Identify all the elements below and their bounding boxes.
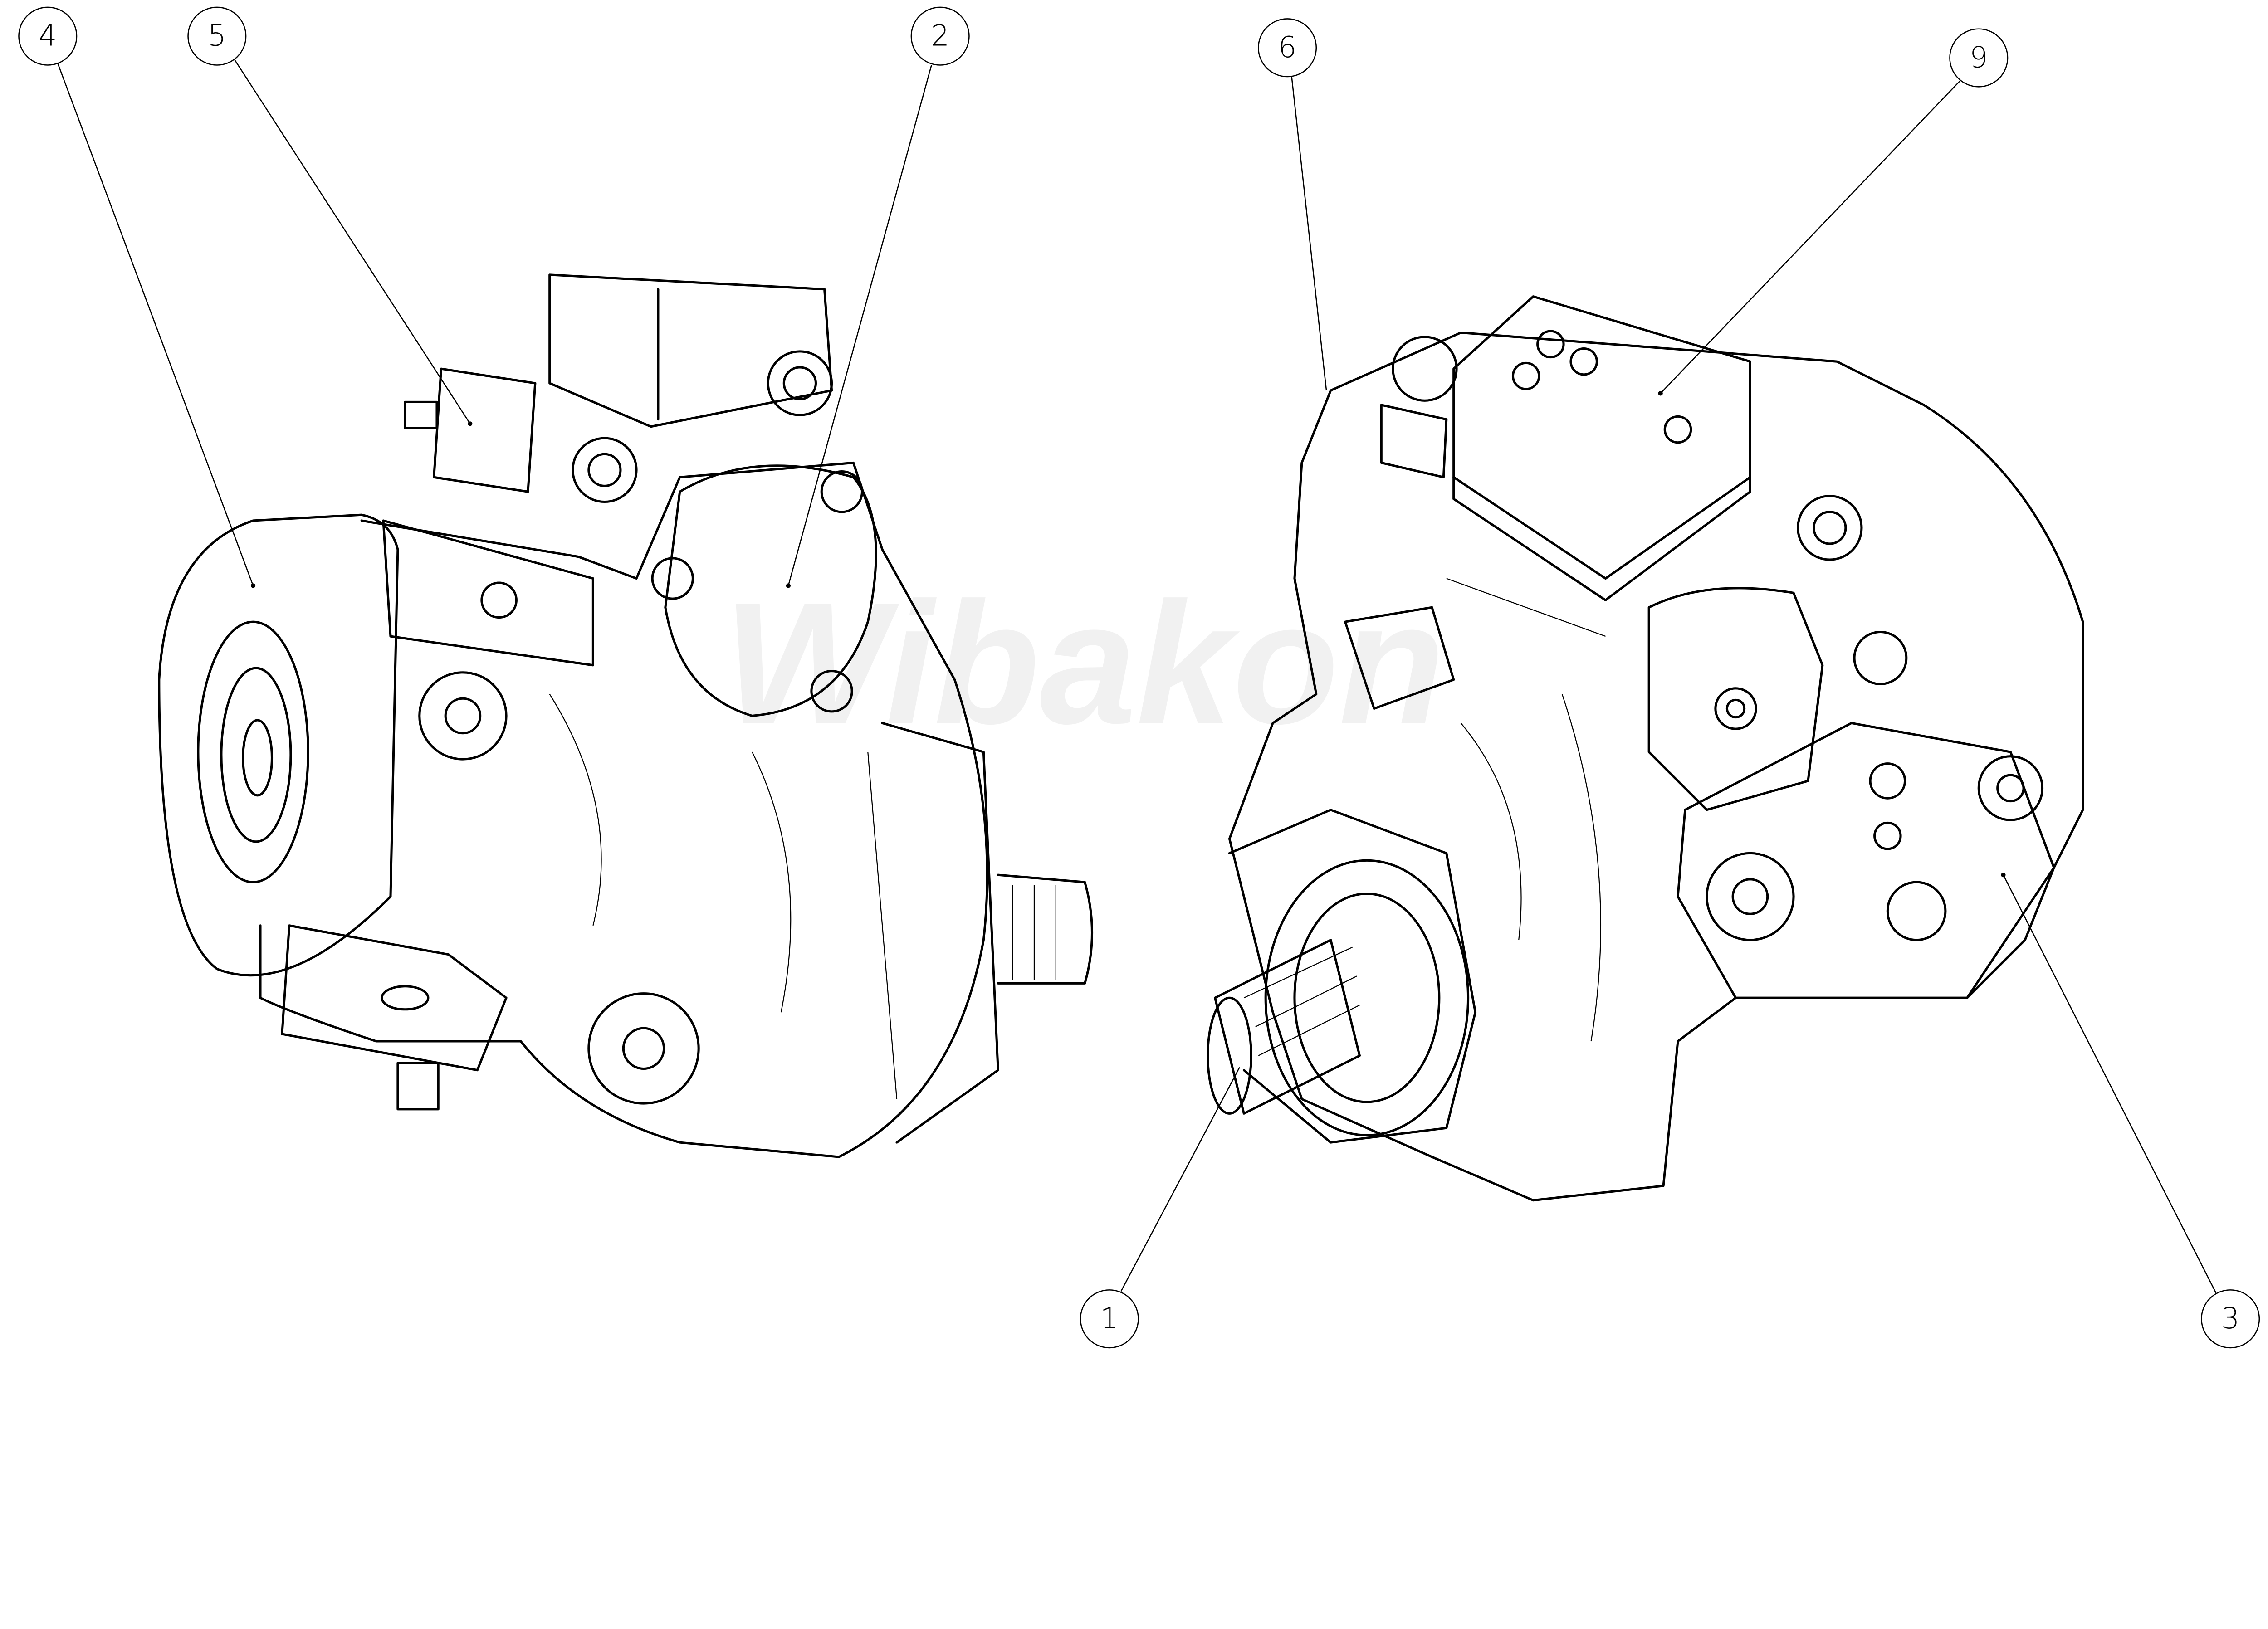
leader-lines	[57, 59, 2217, 1293]
leader-5	[234, 59, 471, 424]
callout-6: 6	[1257, 18, 1317, 78]
callout-9: 9	[1949, 28, 2009, 88]
callout-label: 4	[39, 20, 57, 53]
leader-dot	[468, 421, 473, 426]
callout-1: 1	[1080, 1289, 1139, 1349]
leader-dot	[250, 583, 256, 588]
callout-3: 3	[2201, 1289, 2260, 1349]
left-pump-view	[158, 273, 1094, 1158]
leader-2	[787, 65, 932, 586]
callout-label: 1	[1100, 1302, 1119, 1336]
callout-5: 5	[187, 6, 247, 66]
leader-dot	[786, 583, 791, 588]
leader-6	[1291, 76, 1327, 391]
leader-dot	[1658, 391, 1663, 396]
leader-4	[57, 63, 254, 586]
callout-4: 4	[18, 6, 78, 66]
watermark: Wibakon	[723, 566, 1445, 760]
callout-label: 3	[2221, 1302, 2240, 1336]
leader-dot	[2001, 873, 2006, 878]
leader-3	[2003, 874, 2217, 1293]
right-pump-view	[1207, 295, 2084, 1202]
leader-1	[1120, 1067, 1240, 1292]
leader-9	[1660, 80, 1960, 394]
callout-label: 5	[208, 20, 226, 53]
callout-label: 2	[931, 20, 949, 53]
callout-2: 2	[910, 6, 970, 66]
pump-diagram: Wibakon	[18, 6, 2260, 1349]
callout-label: 9	[1970, 41, 1988, 75]
callout-label: 6	[1278, 31, 1297, 64]
